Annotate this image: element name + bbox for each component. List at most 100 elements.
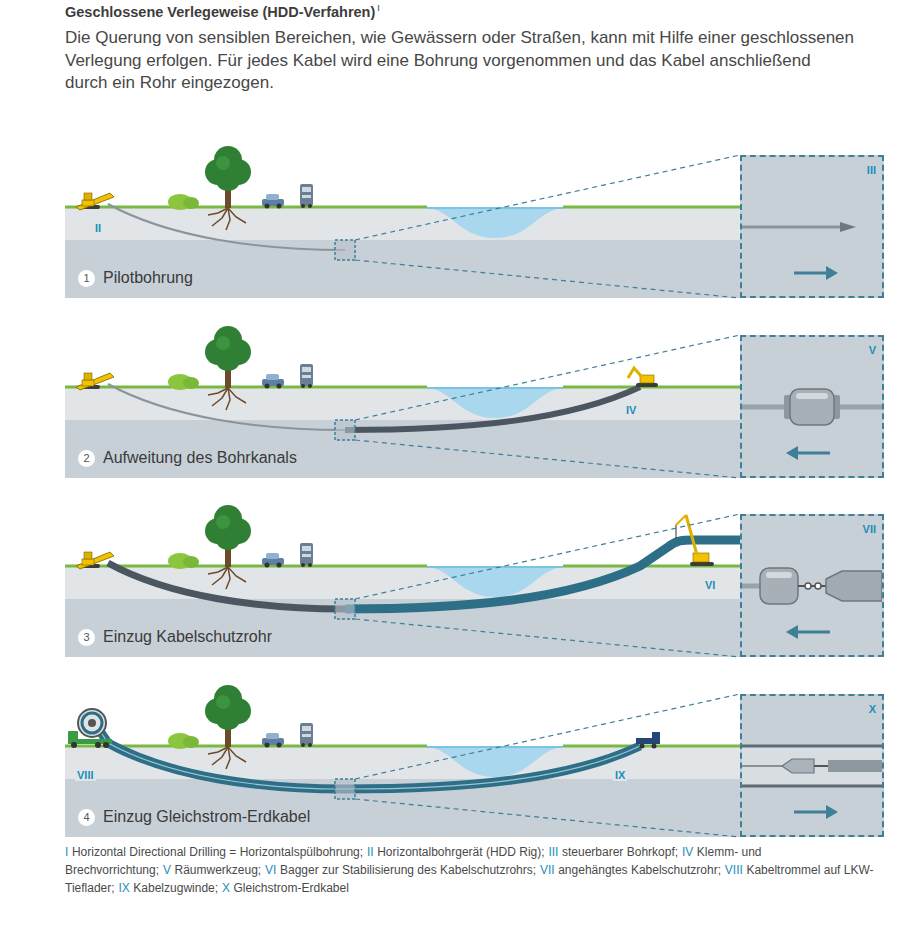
- car-wheel: [277, 204, 282, 209]
- footnote: IHorizontal Directional Drilling = Horiz…: [65, 843, 893, 897]
- footnote-number: III: [548, 845, 558, 859]
- detail-box: III: [740, 155, 884, 298]
- cable-protection-pipe: [345, 540, 740, 609]
- footnote-text: Gleichstrom-Erdkabel: [234, 881, 349, 895]
- detail-illustration: [742, 157, 882, 296]
- step-panel: 2Aufweitung des Bohrkanals: [65, 388, 740, 478]
- tree-root: [226, 388, 230, 410]
- pipe-wall: [742, 785, 882, 788]
- step-panel: 1Pilotbohrung: [65, 208, 740, 298]
- zoom-leader: [355, 514, 740, 599]
- callout-holder: VIII: [75, 765, 96, 783]
- tree-crown: [215, 165, 241, 191]
- callout-holder: IV: [624, 400, 638, 418]
- detail-illustration: [742, 516, 882, 655]
- drill-rig: [82, 380, 94, 386]
- swivel-link: [815, 583, 821, 589]
- tree-root: [228, 208, 246, 223]
- step-heading: 2Aufweitung des Bohrkanals: [78, 449, 297, 467]
- car-wheel: [265, 384, 270, 389]
- bush: [183, 197, 199, 209]
- tree-root: [208, 388, 228, 395]
- tree-crown: [215, 704, 241, 730]
- direction-arrow: [796, 631, 830, 634]
- detail-heading: X: [742, 696, 882, 717]
- swivel: [814, 765, 828, 767]
- detail-marker: [335, 420, 355, 440]
- callout-number: III: [867, 164, 876, 176]
- callout-holder: IX: [613, 765, 627, 783]
- tree-crown: [216, 515, 230, 529]
- detail-marker: [335, 779, 355, 799]
- pulling-head: [782, 759, 814, 773]
- pilot-bore: [108, 204, 345, 250]
- detail-marker: [335, 240, 355, 260]
- footnote-number: II: [367, 845, 374, 859]
- footnote-number: I: [65, 845, 68, 859]
- step-heading: 1Pilotbohrung: [78, 269, 193, 287]
- excavator-track: [690, 562, 714, 566]
- car: [266, 374, 279, 380]
- callout-number: V: [869, 344, 876, 356]
- callout-holder: VI: [703, 575, 717, 593]
- cable-drum-winding: [82, 713, 102, 733]
- grass-line: [563, 206, 740, 209]
- footnote-number: V: [163, 863, 171, 877]
- water-surface: [427, 207, 563, 209]
- direction-arrowhead: [826, 805, 838, 819]
- drill-rig-cab: [84, 552, 92, 559]
- detail-illustration: [742, 337, 882, 476]
- drill-rig: [76, 193, 114, 210]
- drill-head: [840, 222, 856, 232]
- step-number: 2: [78, 450, 95, 467]
- drill-rig: [82, 559, 94, 565]
- illustration-group: [65, 685, 740, 837]
- bus-wheel: [301, 384, 305, 388]
- detail-heading: III: [742, 157, 882, 178]
- car-wheel: [265, 563, 270, 568]
- footnote-text: angehängtes Kabelschutzrohr;: [558, 863, 721, 877]
- footnote-number: VII: [540, 863, 555, 877]
- bus: [300, 723, 313, 745]
- callout-holder: II: [93, 218, 103, 236]
- tree-root: [208, 747, 228, 754]
- bus-window: [302, 375, 311, 378]
- car: [266, 553, 279, 559]
- bush: [183, 556, 199, 568]
- title-row: Geschlossene Verlegeweise (HDD-Verfahren…: [65, 3, 380, 21]
- pipe-wall: [742, 745, 882, 748]
- zoom-leader: [355, 260, 740, 298]
- bus-wheel: [308, 204, 312, 208]
- water-surface: [427, 566, 563, 568]
- bus-window: [302, 546, 311, 551]
- cable-winch: [652, 732, 660, 739]
- car-wheel: [265, 743, 270, 748]
- step-heading: 3Einzug Kabelschutzrohr: [78, 628, 272, 646]
- direction-arrow: [794, 272, 828, 275]
- car: [266, 194, 279, 200]
- grass-line: [65, 206, 427, 209]
- title: Geschlossene Verlegeweise (HDD-Verfahren…: [65, 4, 375, 20]
- attached-pipe: [826, 571, 882, 601]
- step-label: Pilotbohrung: [103, 269, 193, 287]
- drill-rig: [76, 373, 114, 390]
- winch-wheel: [652, 744, 657, 749]
- pipe-interior: [742, 746, 882, 786]
- water-surface: [427, 387, 563, 389]
- water-surface: [427, 746, 563, 748]
- illustration-group: [65, 146, 740, 298]
- detail-marker: [335, 599, 355, 619]
- truck-wheel: [103, 742, 109, 748]
- illustration-group: [65, 505, 740, 657]
- tree-root: [228, 388, 246, 403]
- truck-wheel: [71, 742, 77, 748]
- reamer: [790, 389, 834, 425]
- direction-arrow: [794, 811, 828, 814]
- cable-drum: [78, 709, 106, 737]
- excavator-hook: [676, 525, 677, 538]
- reamed-channel: [108, 563, 640, 609]
- bus-window: [302, 187, 311, 192]
- zoom-leader: [355, 799, 740, 837]
- tree-root: [226, 208, 230, 230]
- excavator-arm: [676, 515, 686, 525]
